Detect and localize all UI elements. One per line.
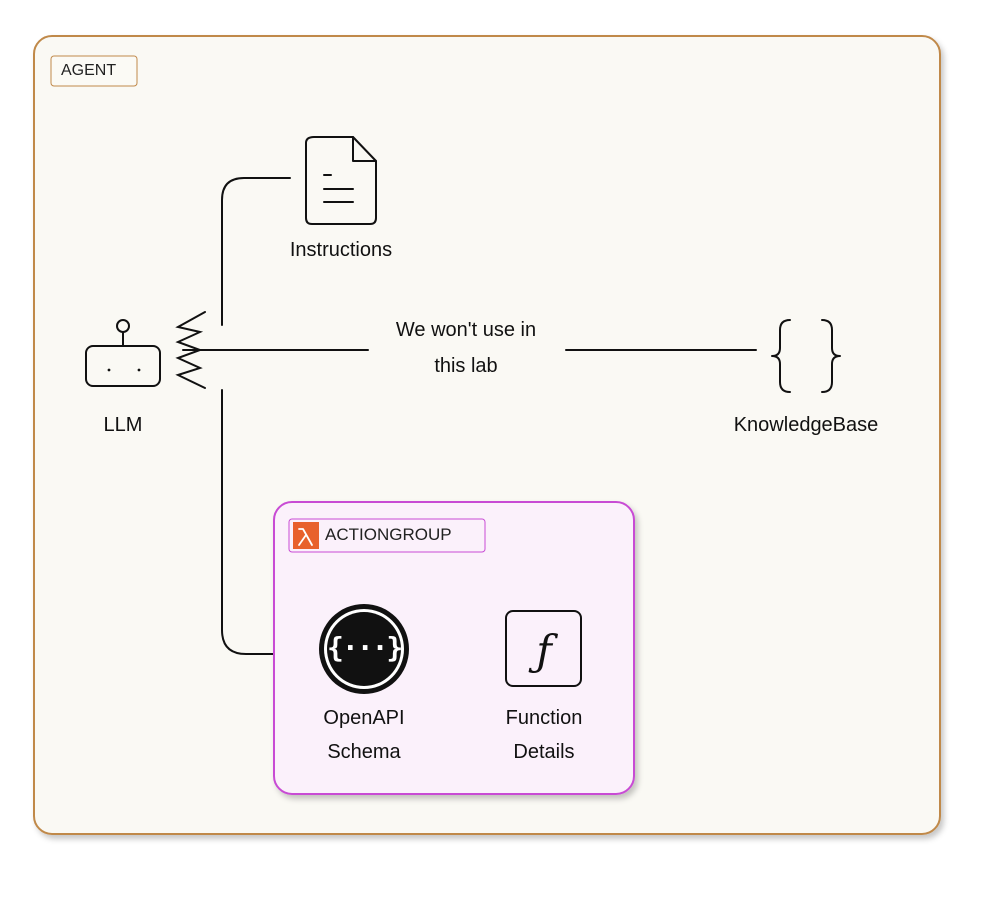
connector-llm-actiongroup xyxy=(221,389,275,655)
openapi-label-line2: Schema xyxy=(327,741,401,763)
connectors xyxy=(175,177,757,655)
actiongroup-badge: ACTIONGROUP xyxy=(325,522,452,548)
document-icon xyxy=(305,136,377,225)
instructions-label: Instructions xyxy=(289,239,393,261)
knowledgebase-label: KnowledgeBase xyxy=(733,414,879,436)
function-label-line1: Function xyxy=(505,707,583,729)
openapi-icon xyxy=(319,604,409,694)
agent-badge: AGENT xyxy=(61,58,117,84)
agent-container xyxy=(33,35,941,835)
crows-foot-connector xyxy=(175,311,206,389)
function-label-line2: Details xyxy=(513,741,575,763)
lambda-icon xyxy=(293,522,319,549)
robot-icon xyxy=(85,319,161,387)
connector-llm-instructions xyxy=(221,177,291,326)
openapi-glyph: {···} xyxy=(327,631,403,664)
actiongroup-container xyxy=(273,501,635,795)
llm-label: LLM xyxy=(103,414,143,436)
curly-braces-icon xyxy=(771,319,841,393)
edge-label-line1: We won't use in xyxy=(395,319,537,341)
openapi-label-line1: OpenAPI xyxy=(323,707,405,729)
edge-label-line2: this lab xyxy=(434,355,498,377)
